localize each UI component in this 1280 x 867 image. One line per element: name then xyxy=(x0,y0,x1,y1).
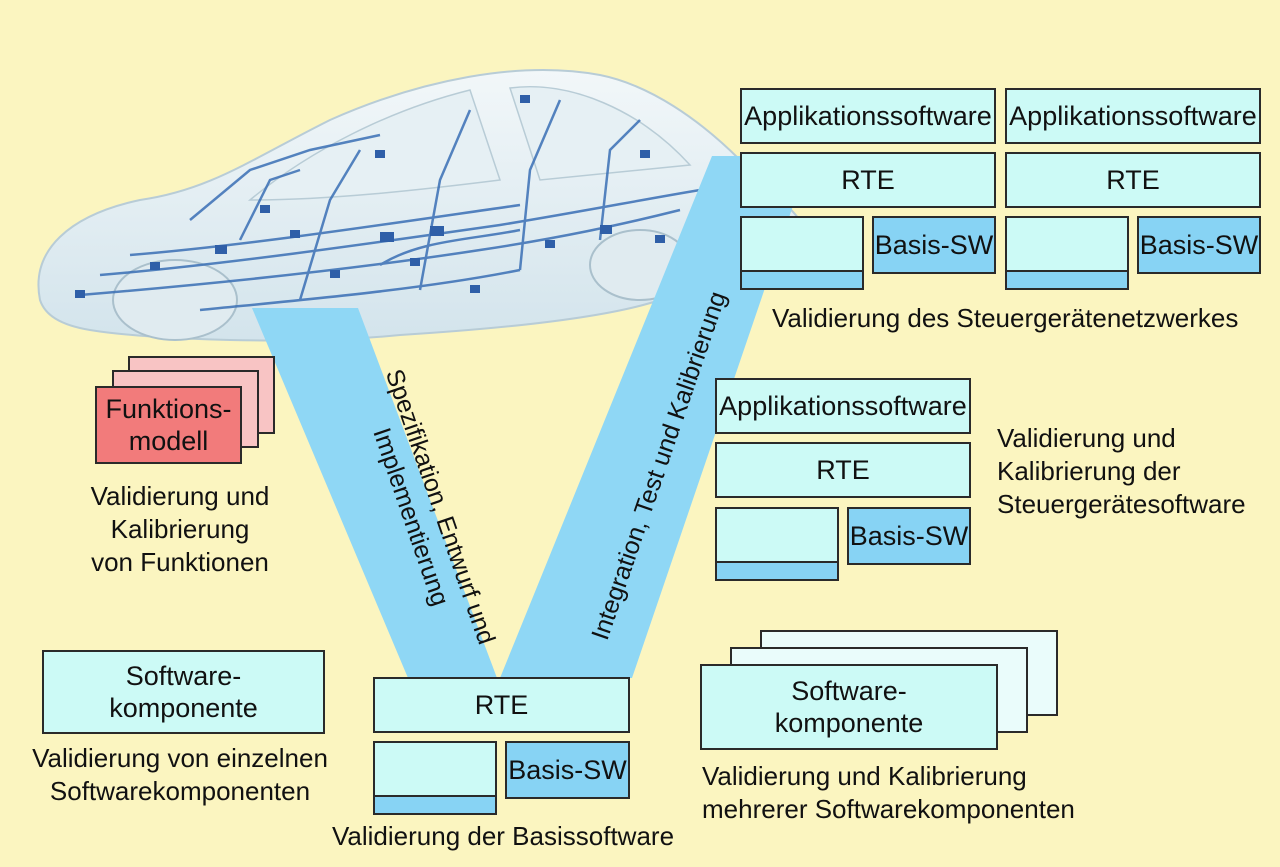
basis-empty-box xyxy=(373,741,497,815)
function-model-caption-line2: Kalibrierung xyxy=(110,514,250,544)
v-band-right xyxy=(500,156,810,678)
network-ecu2-empty-box xyxy=(1005,216,1129,290)
function-model-caption-line3: von Funktionen xyxy=(91,547,269,577)
network-caption: Validierung des Steuergerätenetzwerkes xyxy=(772,303,1239,333)
function-model-box: Funktions- modell xyxy=(95,386,242,464)
basis-caption: Validierung der Basissoftware xyxy=(332,821,675,851)
ecu-caption-line2: Kalibrierung der xyxy=(997,456,1181,486)
network-ecu2-rte-box: RTE xyxy=(1005,152,1261,208)
ecu-caption: Validierung und Kalibrierung der Steuerg… xyxy=(997,422,1246,521)
single-component-caption-line2: Softwarekomponenten xyxy=(49,776,311,806)
network-ecu2-basis-box: Basis-SW xyxy=(1137,216,1261,274)
network-ecu2-app-label: Applikationssoftware xyxy=(1009,101,1257,131)
ecu-app-label: Applikationssoftware xyxy=(719,391,967,421)
network-ecu1-app-box: Applikationssoftware xyxy=(740,88,996,144)
multi-component-line1: Software- xyxy=(791,676,907,706)
network-ecu2-basis-label: Basis-SW xyxy=(1139,230,1259,260)
network-ecu1-app-label: Applikationssoftware xyxy=(744,101,992,131)
ecu-stripe xyxy=(717,561,837,579)
single-component-caption-line1: Validierung von einzelnen xyxy=(32,743,328,773)
network-ecu2-rte-label: RTE xyxy=(1106,165,1160,195)
basis-sw-label: Basis-SW xyxy=(508,755,627,785)
function-model-line1: Funktions- xyxy=(105,394,232,424)
ecu-empty-box xyxy=(715,507,839,581)
function-model-caption: Validierung und Kalibrierung von Funktio… xyxy=(60,480,300,579)
network-ecu1-empty-box xyxy=(740,216,864,290)
multi-component-line2: komponente xyxy=(774,708,924,738)
ecu-caption-line3: Steuergerätesoftware xyxy=(997,489,1246,519)
ecu-caption-line1: Validierung und xyxy=(997,423,1176,453)
network-ecu1-basis-label: Basis-SW xyxy=(874,230,994,260)
multi-component-box: Software- komponente xyxy=(700,664,998,750)
multi-component-caption: Validierung und Kalibrierung mehrerer So… xyxy=(702,760,1075,826)
single-component-caption: Validierung von einzelnen Softwarekompon… xyxy=(20,742,340,808)
multi-component-caption-line1: Validierung und Kalibrierung xyxy=(702,761,1027,791)
ecu-basis-box: Basis-SW xyxy=(847,507,971,565)
basis-sw-box: Basis-SW xyxy=(505,741,630,799)
basis-rte-label: RTE xyxy=(474,690,529,720)
function-model-line2: modell xyxy=(128,426,209,456)
ecu-basis-label: Basis-SW xyxy=(849,521,969,551)
single-component-box: Software- komponente xyxy=(42,650,325,734)
multi-component-caption-line2: mehrerer Softwarekomponenten xyxy=(702,794,1075,824)
network-ecu1-basis-box: Basis-SW xyxy=(872,216,996,274)
network-ecu1-rte-label: RTE xyxy=(841,165,895,195)
single-component-line1: Software- xyxy=(125,661,242,691)
network-ecu1-rte-box: RTE xyxy=(740,152,996,208)
ecu-rte-box: RTE xyxy=(715,442,971,498)
network-ecu2-stripe xyxy=(1007,270,1127,288)
basis-stripe xyxy=(375,795,495,813)
network-ecu1-stripe xyxy=(742,270,862,288)
basis-rte-box: RTE xyxy=(373,677,630,733)
v-band-left xyxy=(252,308,497,678)
ecu-rte-label: RTE xyxy=(816,455,870,485)
ecu-app-box: Applikationssoftware xyxy=(715,378,971,434)
network-ecu2-app-box: Applikationssoftware xyxy=(1005,88,1261,144)
single-component-line2: komponente xyxy=(109,693,258,723)
function-model-caption-line1: Validierung und xyxy=(90,481,270,511)
